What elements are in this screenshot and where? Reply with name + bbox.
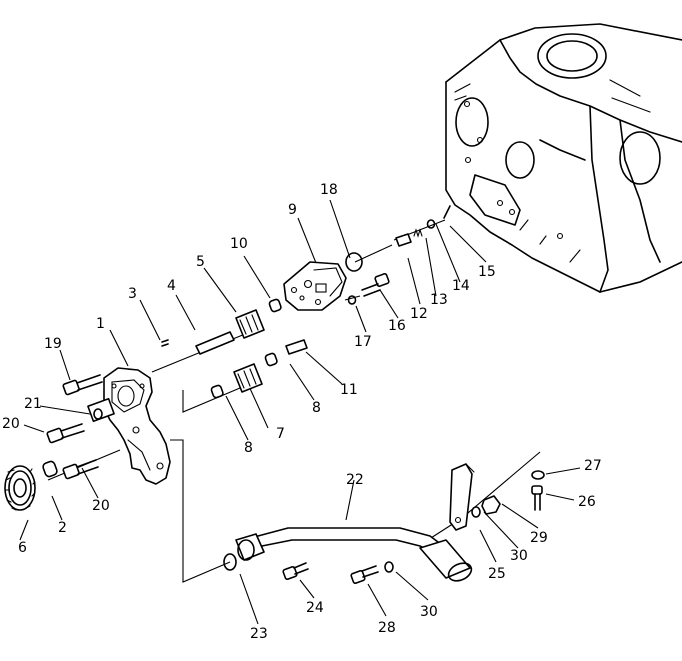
callout-30b: 30	[420, 604, 438, 620]
callout-1: 1	[96, 316, 105, 332]
callout-12: 12	[410, 306, 428, 322]
callout-24: 24	[306, 600, 324, 616]
bolt-16	[361, 273, 390, 297]
callout-8a: 8	[244, 440, 253, 456]
callout-16: 16	[388, 318, 406, 334]
bushing-10	[268, 298, 282, 313]
callout-7: 7	[276, 426, 285, 442]
bushing-2	[42, 460, 58, 478]
suction-pipe-22	[235, 527, 473, 582]
callout-25: 25	[488, 566, 506, 582]
callout-20b: 20	[92, 498, 110, 514]
washer-30-lower	[384, 561, 394, 573]
callout-11: 11	[340, 382, 358, 398]
drive-gear-6	[4, 465, 36, 511]
bushing-8-upper	[264, 352, 278, 367]
washer-30-upper	[471, 506, 481, 518]
callout-17: 17	[354, 334, 372, 350]
bracket-25	[449, 463, 475, 531]
callout-9: 9	[288, 202, 297, 218]
callout-18: 18	[320, 182, 338, 198]
o-ring-23	[223, 553, 237, 571]
callout-23: 23	[250, 626, 268, 642]
callout-10: 10	[230, 236, 248, 252]
callout-21: 21	[24, 396, 42, 412]
spring-13	[413, 228, 423, 238]
washer-14	[426, 219, 436, 229]
bolt-24	[282, 562, 309, 580]
callout-28: 28	[378, 620, 396, 636]
callout-5: 5	[196, 254, 205, 270]
leader-lines	[19, 199, 581, 625]
bolt-28	[350, 565, 379, 584]
callout-3: 3	[128, 286, 137, 302]
callout-14: 14	[452, 278, 470, 294]
nut-29	[481, 495, 501, 515]
pin-15	[443, 205, 451, 219]
bolt-20-lower	[62, 459, 99, 480]
callout-22: 22	[346, 472, 364, 488]
gear-7	[233, 363, 263, 393]
bolt-20-upper	[46, 423, 85, 444]
oil-pump-body-1	[87, 367, 171, 485]
callout-26: 26	[578, 494, 596, 510]
bushing-8-lower	[210, 384, 224, 399]
callout-19: 19	[44, 336, 62, 352]
washer-21	[93, 408, 103, 420]
callout-8b: 8	[312, 400, 321, 416]
gear-5	[235, 309, 265, 339]
callout-13: 13	[430, 292, 448, 308]
plug-12	[395, 233, 412, 247]
callout-15: 15	[478, 264, 496, 280]
bolt-19	[62, 374, 103, 396]
o-ring-18	[345, 252, 363, 272]
callout-4: 4	[167, 278, 176, 294]
callout-29: 29	[530, 530, 548, 546]
callout-20a: 20	[2, 416, 20, 432]
callout-27: 27	[584, 458, 602, 474]
pin-3	[161, 339, 169, 347]
engine-block	[445, 23, 682, 293]
callout-labels: 1 2 3 4 5 6 7 8 8 9 10 11 12 13 14 15 16…	[2, 182, 602, 642]
callout-6: 6	[18, 540, 27, 556]
bolt-26	[531, 485, 543, 511]
pump-cover-9	[283, 261, 347, 311]
callout-2: 2	[58, 520, 67, 536]
shaft-11	[285, 339, 308, 355]
washer-27	[531, 470, 545, 480]
washer-17	[347, 295, 357, 305]
callout-30a: 30	[510, 548, 528, 564]
shaft-4	[195, 331, 235, 355]
